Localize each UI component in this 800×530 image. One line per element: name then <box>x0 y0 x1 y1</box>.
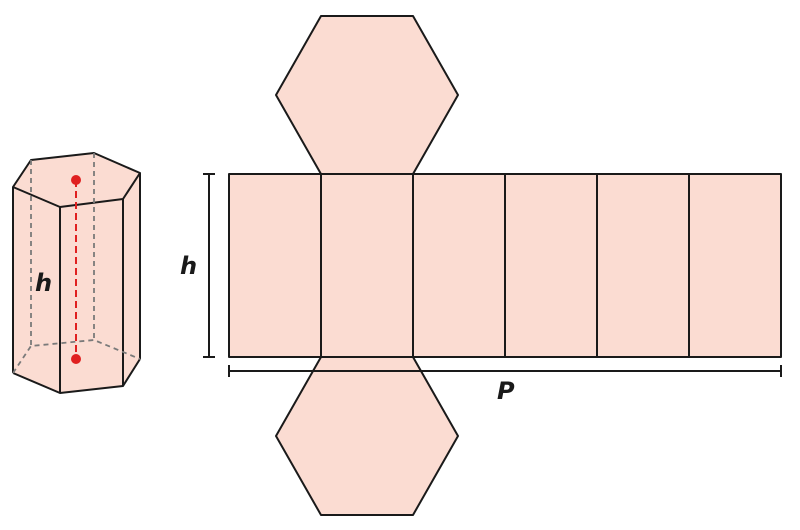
height-bottom-point <box>71 354 81 364</box>
net-lateral-faces <box>228 173 782 358</box>
prism-height-label: h <box>35 269 52 297</box>
net-top-hexagon <box>275 15 459 175</box>
net-lateral-face <box>688 173 782 358</box>
prism-net: h P <box>180 15 782 516</box>
hexagonal-prism: h <box>12 152 141 394</box>
net-height-label: h <box>180 252 197 280</box>
prism-front-face <box>60 199 123 393</box>
height-top-point <box>71 175 81 185</box>
net-perimeter-dimension <box>228 365 782 377</box>
net-perimeter-label: P <box>497 377 515 405</box>
prism-hidden-edges <box>12 153 141 374</box>
prism-visible-edges <box>12 173 141 394</box>
prism-left-face <box>13 187 60 393</box>
net-lateral-face <box>412 173 506 358</box>
net-lateral-face <box>228 173 322 358</box>
net-bottom-hexagon <box>275 356 459 516</box>
net-lateral-face <box>320 173 414 358</box>
prism-right-face <box>123 173 140 386</box>
net-lateral-face <box>596 173 690 358</box>
net-lateral-face <box>504 173 598 358</box>
net-height-dimension <box>203 173 215 358</box>
prism-height-marker <box>71 175 81 364</box>
